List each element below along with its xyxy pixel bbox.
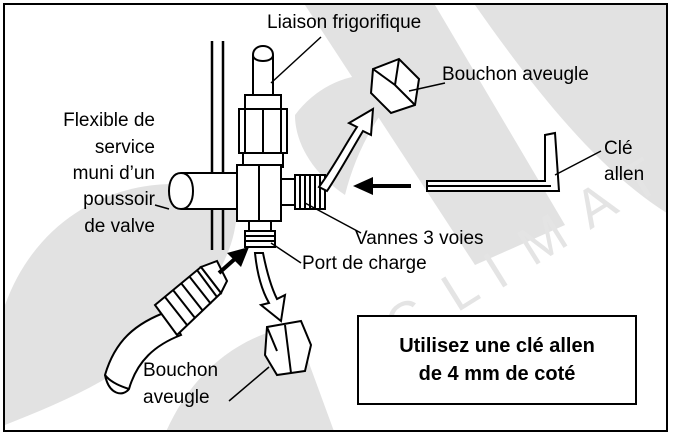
instruction-note-box: Utilisez une clé allen de 4 mm de coté [357,315,637,405]
leader-lines [154,36,602,402]
watermark-logo [5,5,666,430]
label-flexible-line2: service [94,137,155,158]
label-flexible-line1: Flexible de [63,110,155,131]
label-port-de-charge: Port de charge [302,253,427,274]
label-bouchon-bottom-line1: Bouchon [143,360,219,381]
diagram-artwork: C L I M A T [5,5,666,430]
label-bouchon-aveugle-top: Bouchon aveugle [442,64,589,85]
instruction-note-line1: Utilisez une clé allen [399,335,595,357]
blind-cap-top [369,57,421,115]
svg-text:L: L [432,256,489,323]
label-flexible-line4: poussoir [83,189,155,210]
arrow-to-top-cap [317,107,375,193]
label-liaison-frigorifique: Liaison frigorifique [267,12,422,33]
instruction-note-line2: de 4 mm de coté [418,363,576,385]
diagram-frame: C L I M A T [3,3,668,432]
pipe-left [167,172,240,210]
blind-cap-bottom [263,319,313,377]
label-bouchon-bottom-line2: aveugle [143,387,210,408]
arrow-hose-to-port [217,247,249,275]
label-cle-line1: Clé [604,138,633,159]
label-cle-line2: allen [604,164,645,185]
label-flexible-line3: muni d’un [72,163,155,184]
valve-body [236,164,326,248]
flare-nut [238,94,288,168]
arrow-allen-to-valve [353,177,411,195]
label-vannes-3-voies: Vannes 3 voies [355,228,484,249]
label-flexible-line5: de valve [84,216,155,237]
arrow-to-bottom-cap [253,252,287,323]
refrigerant-line [252,45,274,98]
allen-key [426,131,561,192]
wall [210,41,225,250]
